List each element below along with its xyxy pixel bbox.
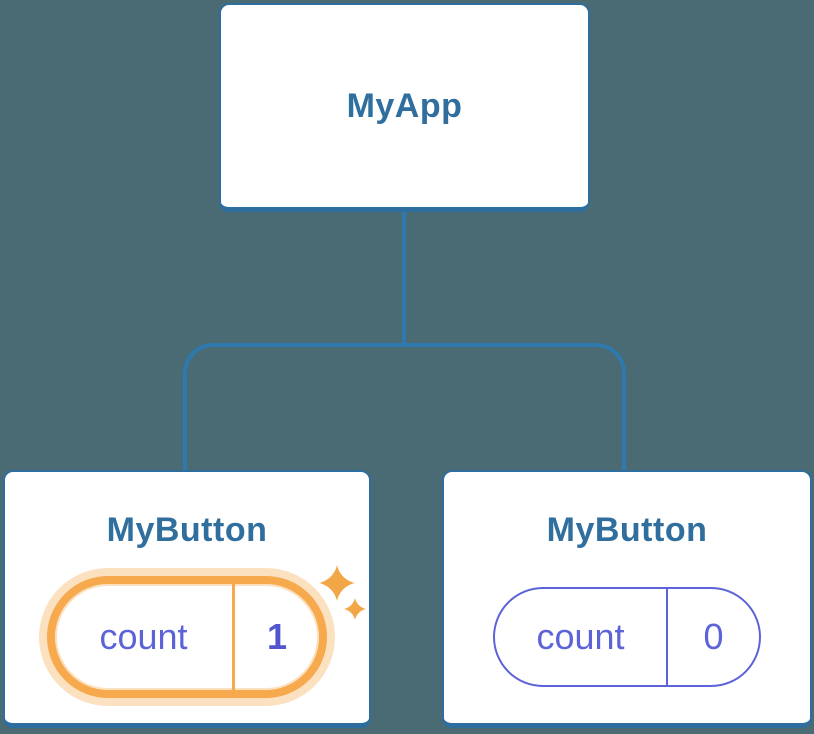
state-pill-area-right: count 0	[444, 550, 810, 723]
state-name-right: count	[536, 615, 625, 657]
node-card-mybutton-left: MyButton count 1	[3, 470, 371, 728]
state-value-right: 0	[703, 615, 724, 657]
state-pill-highlighted: count 1	[47, 575, 327, 698]
node-label-myapp: MyApp	[346, 87, 463, 125]
state-name-left: count	[99, 615, 188, 657]
node-label-mybutton-right: MyButton	[546, 511, 708, 549]
pill-divider-right	[666, 588, 668, 685]
state-pill-normal: count 0	[493, 586, 761, 687]
node-card-mybutton-right: MyButton count 0	[442, 470, 812, 728]
state-pill-area-left: count 1	[5, 550, 369, 723]
node-label-mybutton-left: MyButton	[106, 511, 268, 549]
node-card-myapp: MyApp	[219, 3, 590, 212]
connector-root-stem	[402, 210, 406, 347]
connector-branch	[183, 343, 626, 470]
state-value-left: 1	[266, 615, 288, 657]
pill-divider-left	[232, 583, 235, 690]
